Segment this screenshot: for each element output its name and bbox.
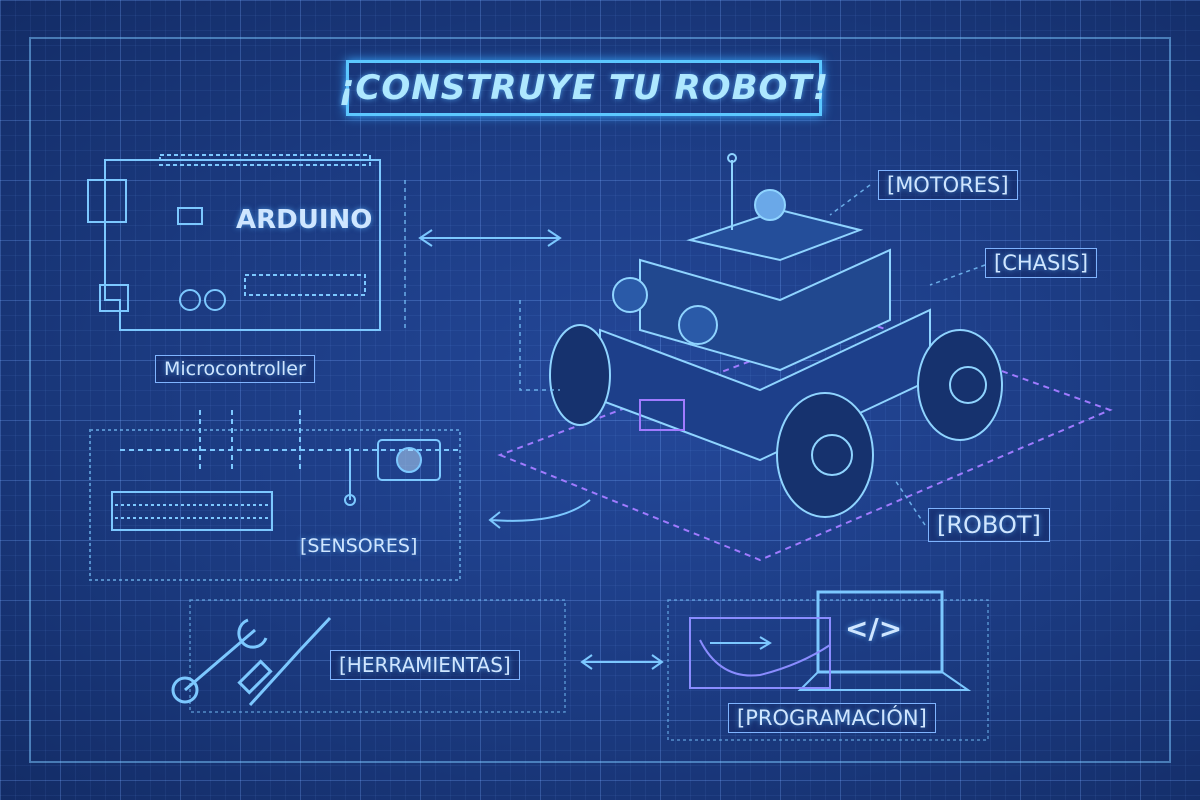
programacion-label: [PROGRAMACIÓN] bbox=[728, 703, 936, 733]
double-arrow-icon bbox=[580, 654, 664, 670]
robot-label: [ROBOT] bbox=[928, 508, 1050, 542]
sensors-circuit-icon bbox=[89, 410, 461, 581]
leader-lines bbox=[404, 180, 986, 526]
microcontroller-label: Microcontroller bbox=[155, 355, 315, 383]
curved-arrow-icon bbox=[488, 499, 591, 529]
arduino-board-icon bbox=[87, 154, 381, 331]
code-symbol: </> bbox=[845, 612, 903, 645]
sensores-label: [SENSORES] bbox=[300, 535, 418, 557]
tools-icon bbox=[171, 599, 566, 713]
robot-illustration bbox=[497, 153, 1113, 562]
laptop-icon bbox=[667, 590, 989, 741]
chasis-label: [CHASIS] bbox=[985, 248, 1098, 278]
motores-label: [MOTORES] bbox=[878, 170, 1018, 200]
herramientas-label: [HERRAMIENTAS] bbox=[330, 650, 520, 680]
arduino-label: ARDUINO bbox=[236, 205, 373, 235]
frame-border bbox=[29, 37, 1171, 763]
page-title: ¡CONSTRUYE TU ROBOT! bbox=[339, 60, 828, 116]
double-arrow-icon bbox=[418, 229, 562, 247]
